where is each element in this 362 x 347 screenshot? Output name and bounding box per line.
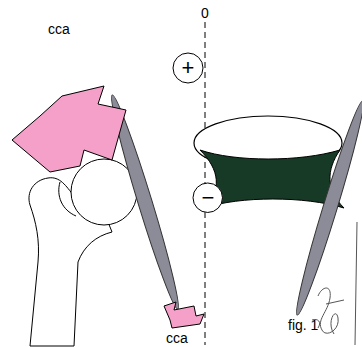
sign-symbol: + xyxy=(182,57,195,79)
femur-outline xyxy=(29,159,137,346)
sign-circle: + xyxy=(172,52,204,84)
right-paddle xyxy=(291,99,362,317)
part-label: cca xyxy=(48,22,70,36)
circle-outline xyxy=(193,183,222,212)
circle-outline xyxy=(173,53,203,83)
sign-circle: − xyxy=(192,182,223,213)
axis-label: 0 xyxy=(201,6,209,20)
sign-symbol: − xyxy=(202,187,215,209)
signature xyxy=(312,222,357,345)
force-arrow xyxy=(12,86,126,172)
figure-number: fig. 1 xyxy=(288,318,318,332)
part-label: cca xyxy=(166,331,188,345)
force-arrow-small xyxy=(164,302,204,328)
